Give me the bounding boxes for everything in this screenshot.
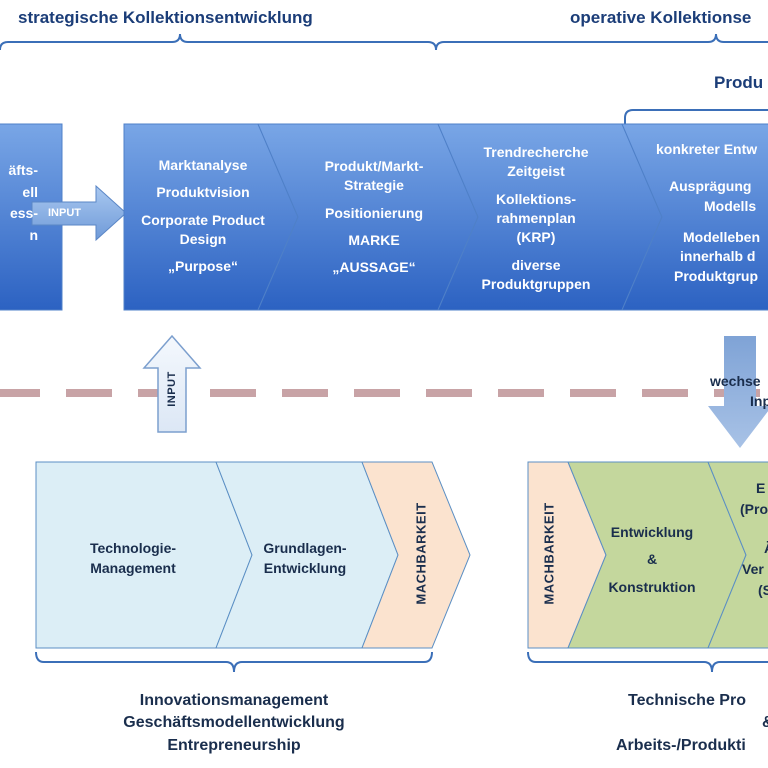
step-shape-4 [621, 123, 768, 311]
machbarkeit-right-label: MACHBARKEIT [541, 502, 557, 605]
exchange-label: wechse Inp [710, 373, 768, 409]
bottom-left-label: Innovationsmanagement Geschäftsmodellent… [123, 692, 345, 754]
left-box-text: äfts- ell ess- n [8, 162, 38, 244]
step-1-text: Marktanalyse Produktvision Corporate Pro… [141, 157, 265, 275]
technical-step-2-text: E (Pro Ä Ver (S [740, 480, 768, 598]
step-2-text: Produkt/Markt- Strategie Positionierung … [324, 158, 424, 276]
brace-operative [435, 33, 768, 51]
bottom-right-label: Technische Pro & Arbeits-/Produkti [616, 692, 768, 754]
down-arrow [708, 336, 768, 448]
machbarkeit-left-label: MACHBARKEIT [413, 502, 429, 605]
step-4-text: konkreter Entw Ausprägung Modells Modell… [656, 141, 761, 284]
input-up-label: INPUT [166, 371, 178, 407]
input-right-arrow [31, 184, 127, 242]
header-strategic: strategische Kollektionsentwicklung [18, 8, 313, 27]
brace-innovation [35, 651, 433, 673]
brace-technical [527, 651, 768, 673]
innovation-step-2-text: Grundlagen- Entwicklung [263, 540, 347, 576]
technical-step-1-text: Entwicklung & Konstruktion [608, 524, 696, 595]
innovation-step-1-text: Technologie- Management [89, 540, 177, 576]
input-right-label: INPUT [48, 207, 81, 219]
header-product: Produ [714, 73, 764, 92]
machbarkeit-shape-left [361, 461, 471, 649]
technical-shape-2 [707, 461, 768, 649]
brace-product [624, 109, 768, 128]
brace-strategic [0, 33, 437, 51]
input-up-arrow [142, 334, 202, 433]
header-operative: operative Kollektionse [570, 8, 752, 27]
step-3-text: Trendrecherche Zeitgeist Kollektions- ra… [481, 144, 591, 292]
